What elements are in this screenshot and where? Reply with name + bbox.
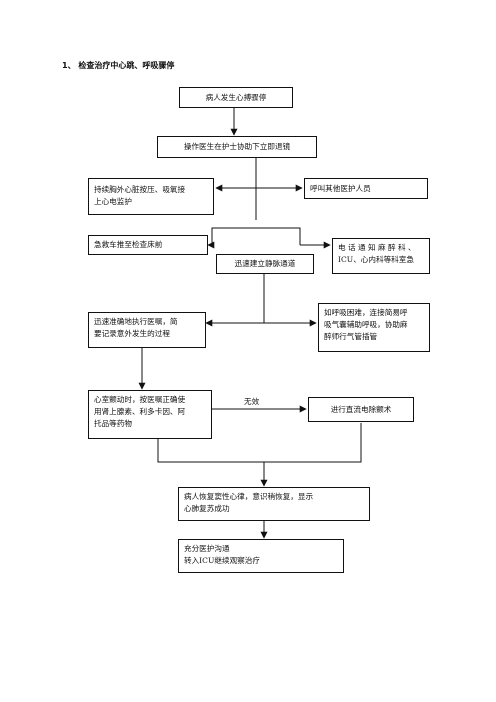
node-cpr-line-1: 持续胸外心脏按压、吸氧接 xyxy=(94,185,186,194)
node-execute-orders-line-2: 要记录意外发生的过程 xyxy=(94,329,170,338)
node-call-staff: 呼叫其他医护人员 xyxy=(304,178,428,199)
node-resuscitation-success-line-1: 病人恢复窦性心律，意识稍恢复，显示 xyxy=(184,492,314,501)
node-withdraw-scope: 操作医生在护士协助下立即退镜 xyxy=(157,136,317,158)
node-resuscitation-success-line-2: 心肺复苏成功 xyxy=(184,504,230,513)
node-airway-support-line-1: 如呼吸困难，连接简易呼 xyxy=(324,308,408,317)
node-transfer-icu-line-1: 充分医护沟通 xyxy=(184,544,230,553)
node-crash-cart: 急救车推至检查床前 xyxy=(88,235,208,255)
section-heading: 1、 检查治疗中心跳、呼吸骤停 xyxy=(62,61,175,70)
edge-label-invalid: 无效 xyxy=(244,397,260,406)
node-airway-support: 如呼吸困难，连接简易呼 吸气囊辅助呼吸，协助麻 醉师行气管插管 xyxy=(318,303,430,352)
node-defibrillation-text: 进行直流电除颤术 xyxy=(330,404,392,414)
node-execute-orders-line-1: 迅速准确地执行医嘱，简 xyxy=(94,317,178,326)
node-defibrillation: 进行直流电除颤术 xyxy=(308,397,414,422)
node-iv-access-text: 迅速建立静脉通道 xyxy=(234,259,296,268)
node-notify-departments-line-2: ICU、心内科等科室急 xyxy=(338,255,414,264)
edge-merge xyxy=(157,423,362,463)
node-notify-departments-line-1: 电 话 通 知 麻 醉 科 、 xyxy=(338,243,416,252)
edge-frame xyxy=(211,227,301,245)
node-cardiac-arrest-text: 病人发生心搏骤停 xyxy=(205,92,267,102)
node-crash-cart-text: 急救车推至检查床前 xyxy=(94,240,163,249)
node-cpr: 持续胸外心脏按压、吸氧接 上心电监护 xyxy=(88,178,214,215)
node-transfer-icu-line-2: 转入ICU继续观察治疗 xyxy=(184,556,260,565)
node-medication-line-1: 心室颤动时，按医嘱正确使 xyxy=(94,395,186,404)
node-withdraw-scope-text: 操作医生在护士协助下立即退镜 xyxy=(183,142,291,151)
node-medication: 心室颤动时，按医嘱正确使 用肾上腺素、利多卡因、阿 托品等药物 xyxy=(88,390,212,439)
node-cardiac-arrest: 病人发生心搏骤停 xyxy=(179,87,293,108)
node-execute-orders: 迅速准确地执行医嘱，简 要记录意外发生的过程 xyxy=(88,312,206,348)
node-medication-line-3: 托品等药物 xyxy=(94,419,132,428)
node-resuscitation-success: 病人恢复窦性心律，意识稍恢复，显示 心肺复苏成功 xyxy=(178,487,370,521)
node-airway-support-line-2: 吸气囊辅助呼吸，协助麻 xyxy=(324,320,408,329)
node-medication-line-2: 用肾上腺素、利多卡因、阿 xyxy=(94,407,186,416)
node-call-staff-text: 呼叫其他医护人员 xyxy=(310,183,371,193)
node-transfer-icu: 充分医护沟通 转入ICU继续观察治疗 xyxy=(178,539,344,573)
node-cpr-line-2: 上心电监护 xyxy=(94,197,132,206)
node-airway-support-line-3: 醉师行气管插管 xyxy=(324,332,378,341)
node-notify-departments: 电 话 通 知 麻 醉 科 、 ICU、心内科等科室急 xyxy=(332,238,430,274)
node-iv-access: 迅速建立静脉通道 xyxy=(216,254,314,274)
